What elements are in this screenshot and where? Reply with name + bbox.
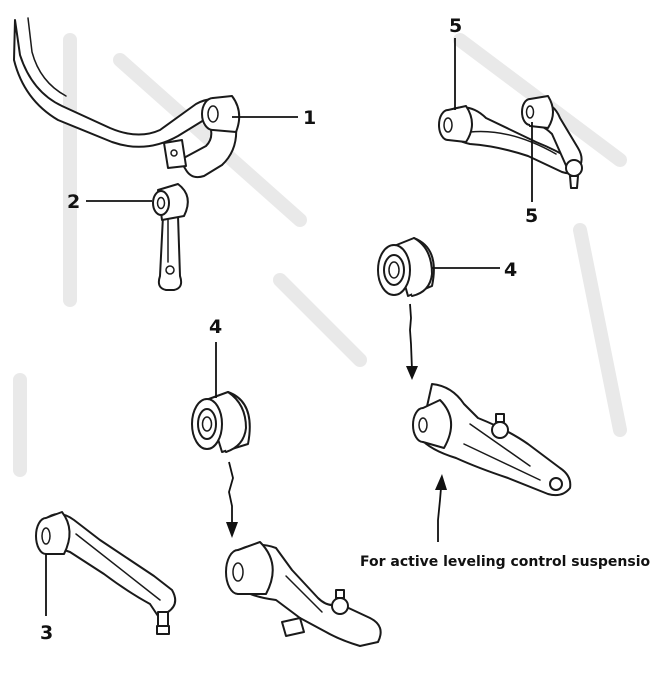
callout-2: 2 xyxy=(67,191,80,213)
active-leveling-caption: For active leveling control suspension xyxy=(360,554,650,570)
lower-control-arm-active-leveling xyxy=(419,383,572,497)
callout-3: 3 xyxy=(40,622,53,644)
upper-arm-bushing-rear xyxy=(521,95,554,129)
bushing-4-active-leveling xyxy=(377,237,435,297)
lower-control-arm-3 xyxy=(43,513,177,635)
bushing-4-standard xyxy=(191,391,251,453)
lower-arm-bushing-standard xyxy=(225,541,274,595)
arrow-bushing-to-standard-arm xyxy=(226,461,238,538)
callout-4-right: 4 xyxy=(504,259,517,281)
callout-4-middle: 4 xyxy=(209,316,222,338)
callout-1: 1 xyxy=(303,107,316,129)
lower-arm-bushing-3 xyxy=(35,511,71,555)
arrow-caption-to-active-arm xyxy=(435,474,447,542)
callout-5-top: 5 xyxy=(449,15,462,37)
stabilizer-bar-bushing xyxy=(163,95,241,169)
stabilizer-link-bushing xyxy=(152,183,189,221)
lower-arm-bushing-active-leveling xyxy=(412,399,452,449)
callout-5-bottom: 5 xyxy=(525,205,538,227)
stabilizer-link xyxy=(157,215,183,291)
stabilizer-bar xyxy=(13,17,238,179)
upper-arm-bushing-front xyxy=(438,105,473,143)
upper-arm-ball-joint xyxy=(565,159,583,189)
arrow-bushing-to-active-arm xyxy=(406,303,418,380)
